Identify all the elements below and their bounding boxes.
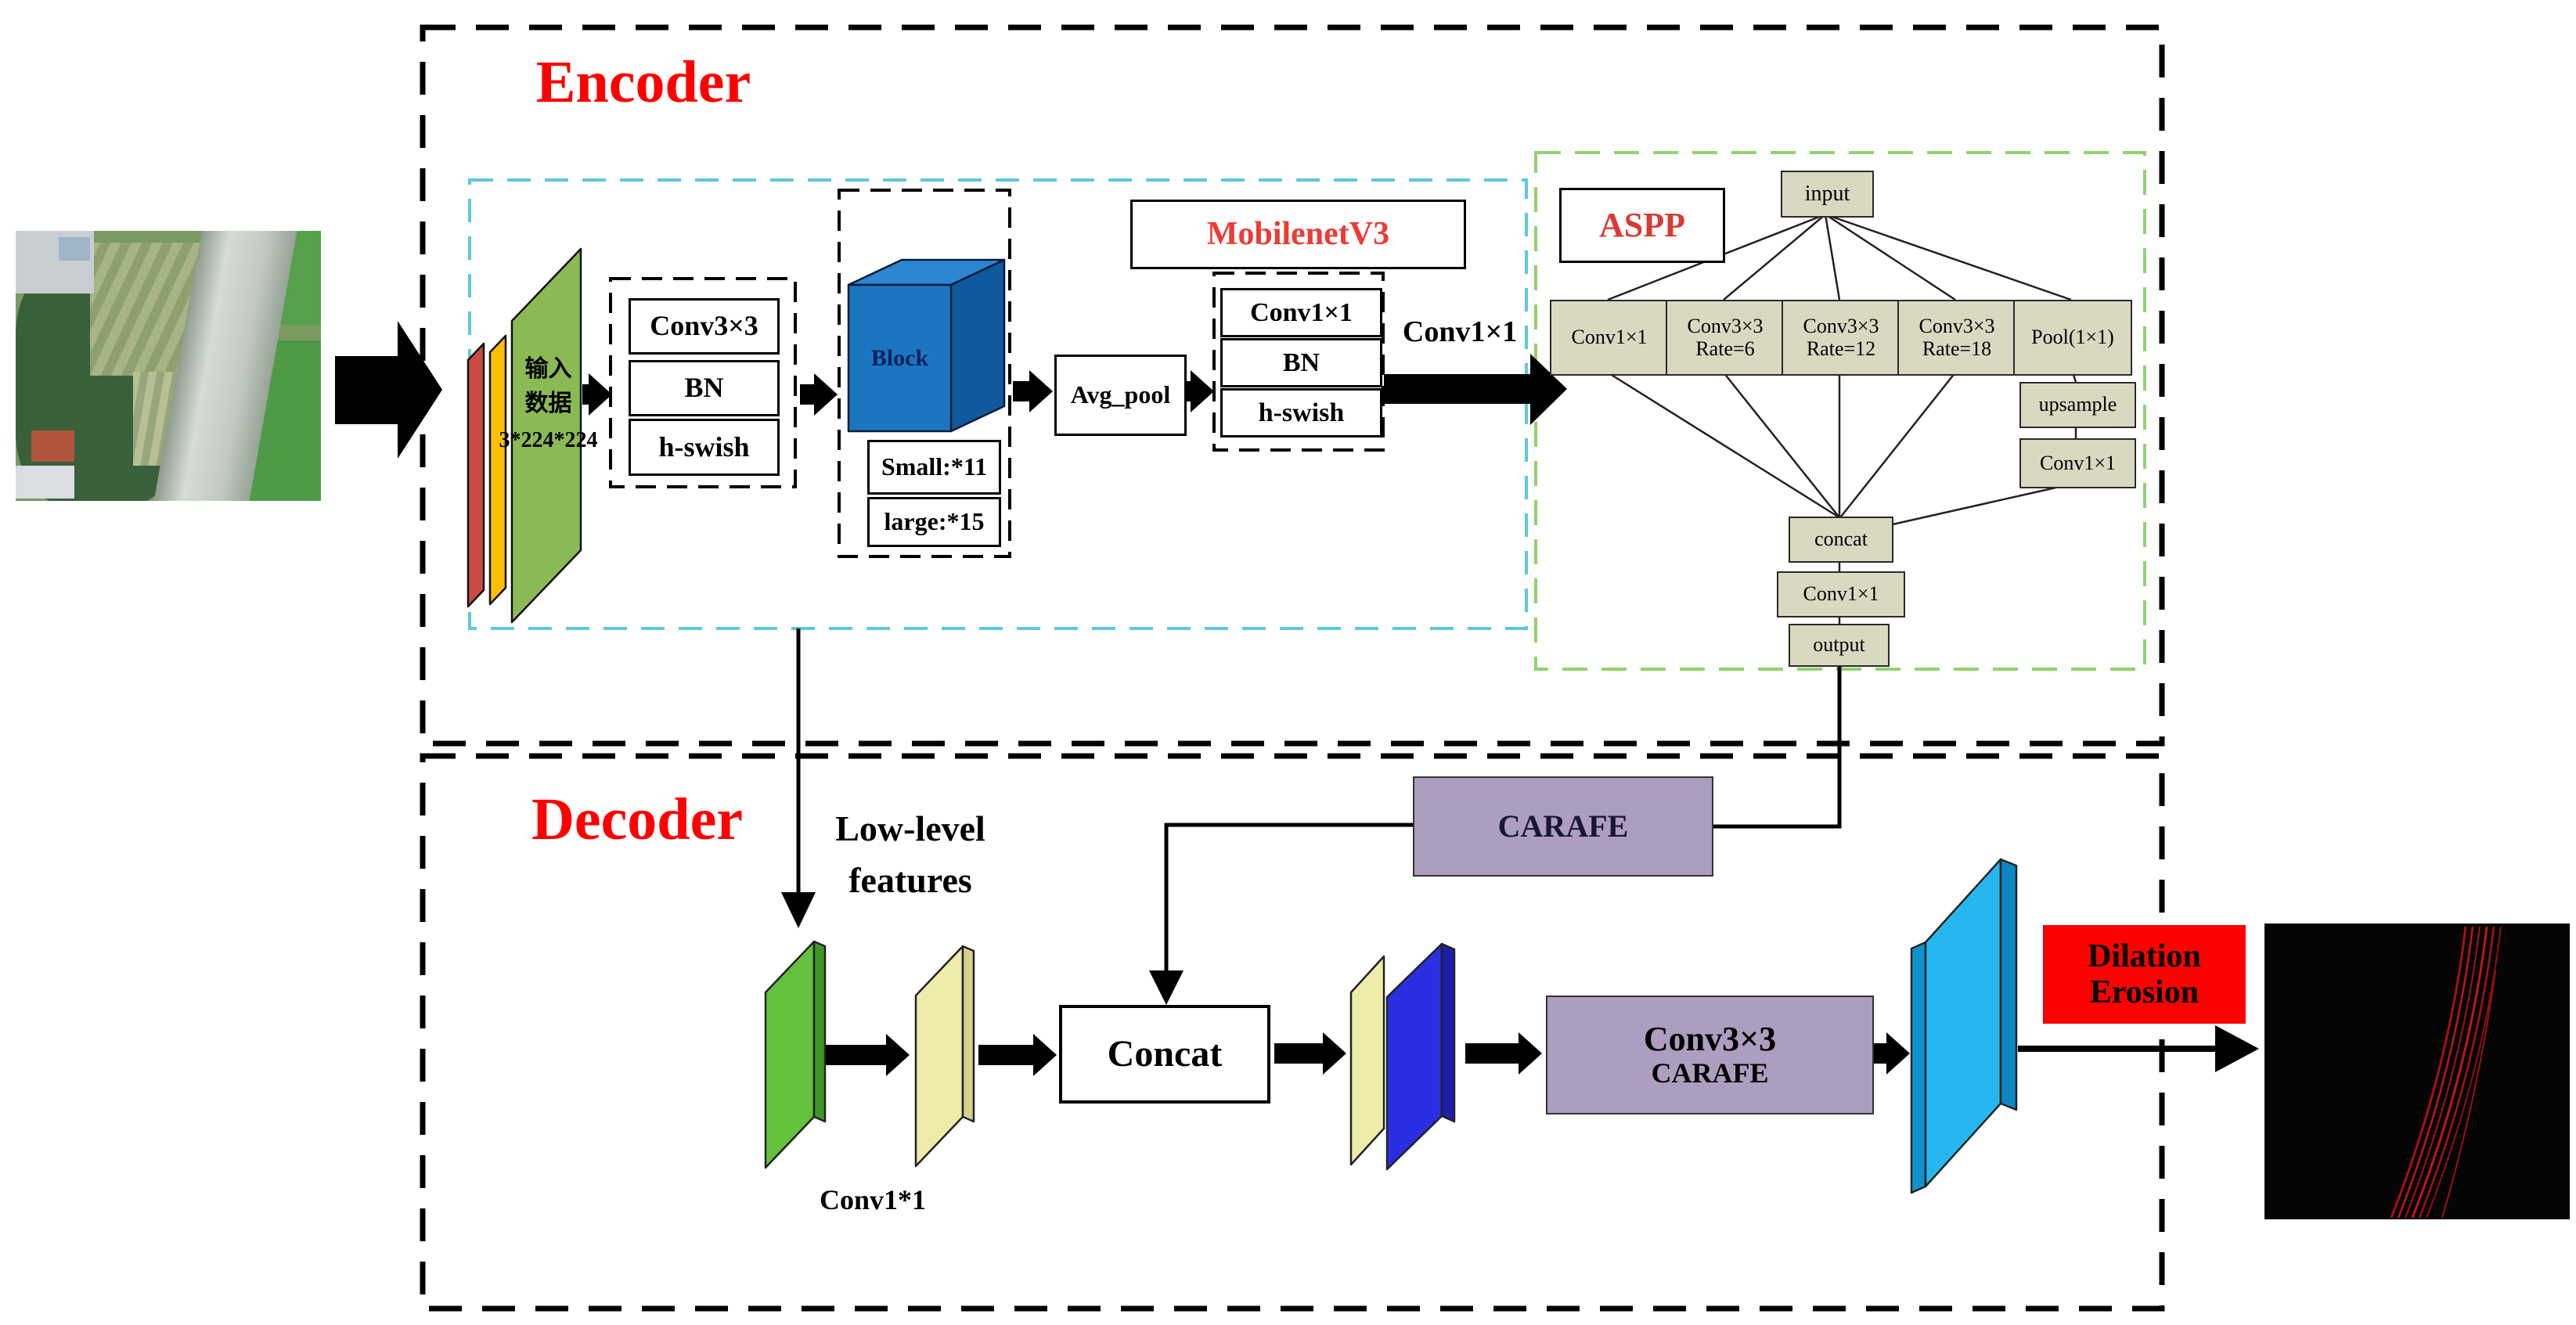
thick-arrow-to-aspp [1384,354,1567,425]
input-slab-label-3: 3*224*224 [499,428,598,453]
encoder-title: Encoder [535,49,751,116]
aerial-roof-blue [59,237,90,261]
pair-slab-blue-edge [1440,942,1456,1123]
branch-line1: Conv1×1 [1571,326,1648,349]
aspp-branch-rate18: Conv3×3 Rate=18 [1897,300,2016,376]
conv1x1-box: Conv1×1 [1220,288,1382,337]
slab-red [467,342,485,608]
decoder-title: Decoder [531,787,744,853]
slab-orange [488,334,507,606]
decoder-slab-yellow-edge [961,945,975,1123]
input-slab-label-1: 输入 [524,355,572,383]
cube-side [949,258,1006,433]
decoder-slabs [764,858,2018,1194]
aerial-input-image [16,231,321,501]
aerial-roof-red [31,430,74,462]
conv3-carafe-line2: CARAFE [1651,1057,1769,1089]
arrow-block-to-avgpool [1013,370,1053,412]
pair-slab-yellow [1349,955,1385,1166]
arrow-green-to-yellow [823,1034,910,1076]
flow-arrows [582,370,1910,1076]
mobilenet-title-box: MobilenetV3 [1130,200,1466,269]
branch-line2: Rate=18 [1922,337,1992,360]
carafe-to-concat-line [1164,823,1413,972]
carafe-box: CARAFE [1413,776,1713,877]
avgpool-box: Avg_pool [1054,355,1187,436]
low-level-arrowhead [781,892,816,928]
arrow-pair-to-conv3 [1465,1032,1542,1075]
aspp-conv1x1-right-node: Conv1×1 [2019,438,2136,488]
aspp-conv1x1-bottom-node: Conv1×1 [1777,571,1905,617]
aspp-to-carafe-line [1712,664,1842,829]
decoder-slab-green-edge [812,940,827,1123]
bn-box: BN [629,360,780,416]
aspp-output-node: output [1789,624,1890,667]
branch-line1: Conv3×3 [1803,314,1879,337]
low-level-label-2: features [848,860,972,901]
cyan-slab-right-face [1999,858,2018,1111]
block-large-box: large:*15 [867,497,1001,547]
pair-slab-blue [1385,942,1443,1171]
input-slabs [467,247,582,624]
branch-line1: Conv3×3 [1918,314,1995,337]
decoder-concat-box: Concat [1059,1005,1270,1104]
aspp-upsample-node: upsample [2019,382,2136,428]
low-level-label-1: Low-level [835,808,985,849]
aerial-building-white [16,466,74,499]
aspp-branch-rate12: Conv3×3 Rate=12 [1782,300,1900,376]
arrow-avgpool-to-conv1 [1185,370,1214,412]
conv1-stack-border [1212,272,1385,452]
to-output-arrowhead [2215,1025,2259,1072]
output-image [2264,924,2570,1219]
aspp-concat-node: concat [1789,517,1893,563]
aspp-branch-conv1x1: Conv1×1 [1550,300,1669,376]
branch-line1: Pool(1×1) [2031,326,2114,349]
conv3-carafe-line1: Conv3×3 [1643,1020,1777,1058]
carafe-arrowhead [1149,970,1184,1005]
block-cube [847,258,1006,433]
aspp-branch-rate6: Conv3×3 Rate=6 [1666,300,1785,376]
decoder-border [420,753,2165,1312]
arrow-conv3-to-cyan [1871,1032,1910,1075]
aspp-branch-pool: Pool(1×1) [2013,300,2132,376]
arrow-conv-to-block [800,373,838,416]
block-label: Block [870,345,929,372]
conv-stack-border [609,277,797,488]
decoder-slab-green [764,940,816,1169]
cyan-slab-front [1924,858,2002,1188]
decoder-slab-yellow [914,945,964,1168]
arrow-yellow-to-concat [978,1034,1057,1076]
branch-line2: Rate=6 [1695,337,1755,360]
arrow-slab-to-conv [582,373,612,416]
input-slab-label-2: 数据 [524,390,572,418]
branch-line1: Conv3×3 [1687,314,1764,337]
dilation-erosion-box: Dilation Erosion [2043,925,2246,1024]
aspp-title-box: ASPP [1559,188,1725,263]
cyan-slab-left-face [1910,941,1927,1194]
cube-front [847,283,953,433]
hswish-box: h-swish [629,419,780,476]
bn2-box: BN [1220,338,1382,387]
region-connectors [796,628,1842,972]
aspp-input-node: input [1781,171,1874,218]
block-small-box: Small:*11 [867,440,1001,495]
conv1x1-slab-label: Conv1*1 [819,1183,927,1215]
conv3-carafe-box: Conv3×3 CARAFE [1546,996,1874,1114]
dilation-line: Dilation [2088,938,2201,974]
arrow-concat-to-pair [1274,1032,1346,1075]
branch-line2: Rate=12 [1806,337,1876,360]
erosion-line: Erosion [2089,974,2200,1010]
hswish2-box: h-swish [1220,388,1382,437]
input-arrow [335,321,442,459]
output-image-bg [2264,924,2570,1219]
conv3x3-box: Conv3×3 [629,298,780,355]
block-border [838,189,1011,558]
to-aspp-label: Conv1×1 [1402,315,1518,348]
slab-green [510,247,582,624]
